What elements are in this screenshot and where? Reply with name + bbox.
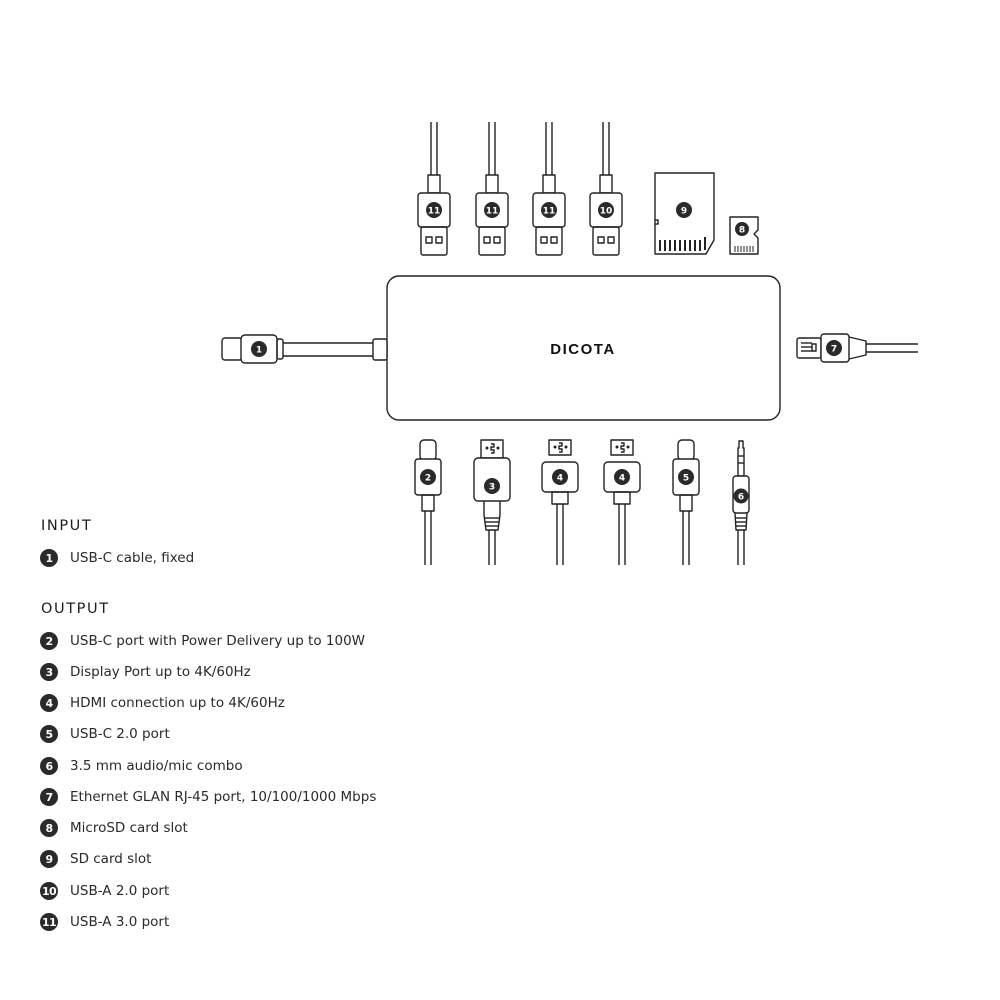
number-badge: 3 (40, 663, 58, 681)
number-badge: 2 (40, 632, 58, 650)
legend-label: USB-C port with Power Delivery up to 100… (70, 633, 366, 649)
number-badge (484, 478, 500, 494)
number-badge (484, 202, 500, 218)
number-badge: 4 (40, 694, 58, 712)
microsd-card: 8 (729, 216, 759, 255)
legend-item: 6 3.5 mm audio/mic combo (40, 756, 243, 776)
legend-item: 5 USB-C 2.0 port (40, 724, 170, 744)
hdmi-connector: 4 (603, 439, 641, 565)
usb-c-cable-input: 1 (221, 334, 388, 364)
number-badge (598, 202, 614, 218)
number-badge: 5 (40, 725, 58, 743)
svg-text:10: 10 (600, 207, 613, 217)
legend-item: 4 HDMI connection up to 4K/60Hz (40, 693, 285, 713)
number-badge: 7 (40, 788, 58, 806)
number-badge: 8 (40, 819, 58, 837)
svg-text:11: 11 (543, 207, 556, 217)
usb-c-connector: 5 (672, 439, 700, 565)
svg-text:11: 11 (486, 207, 499, 217)
usb-a-connector: 11 (417, 122, 451, 256)
legend-label: USB-C 2.0 port (70, 726, 170, 742)
legend-item: 11 USB-A 3.0 port (40, 912, 169, 932)
legend-label: USB-A 3.0 port (70, 914, 170, 930)
rj45-connector: 7 (796, 333, 918, 363)
number-badge (826, 340, 842, 356)
input-section-title: INPUT (41, 518, 93, 534)
svg-text:7: 7 (831, 345, 837, 355)
hub-body: DICOTA (386, 275, 781, 421)
svg-text:9: 9 (681, 207, 687, 217)
brand-logo: DICOTA (550, 341, 615, 358)
audio-jack-connector: 6 (732, 440, 750, 565)
legend-label: Ethernet GLAN RJ-45 port, 10/100/1000 Mb… (70, 789, 377, 805)
legend-label: HDMI connection up to 4K/60Hz (70, 695, 285, 711)
svg-text:6: 6 (738, 493, 744, 503)
usb-a-connector: 10 (589, 122, 623, 256)
legend-label: USB-A 2.0 port (70, 883, 170, 899)
svg-text:4: 4 (619, 474, 625, 484)
legend-label: MicroSD card slot (70, 820, 188, 836)
output-section-title: OUTPUT (41, 601, 110, 617)
number-badge (426, 202, 442, 218)
number-badge (735, 222, 749, 236)
number-badge: 6 (40, 757, 58, 775)
legend-item: 10 USB-A 2.0 port (40, 881, 169, 901)
number-badge (733, 488, 749, 504)
number-badge (251, 341, 267, 357)
usb-c-connector: 2 (414, 439, 442, 565)
svg-text:4: 4 (557, 474, 563, 484)
legend-item: 2 USB-C port with Power Delivery up to 1… (40, 631, 365, 651)
svg-text:1: 1 (256, 346, 262, 356)
number-badge (541, 202, 557, 218)
number-badge: 11 (40, 913, 58, 931)
legend-label: 3.5 mm audio/mic combo (70, 758, 243, 774)
number-badge (552, 469, 568, 485)
svg-text:5: 5 (683, 474, 689, 484)
legend-label: SD card slot (70, 851, 152, 867)
usb-a-connector: 11 (475, 122, 509, 256)
svg-text:11: 11 (428, 207, 441, 217)
svg-text:8: 8 (739, 226, 745, 236)
usb-a-connector: 11 (532, 122, 566, 256)
displayport-connector: 3 (473, 439, 511, 565)
number-badge (676, 202, 692, 218)
legend-item: 1 USB-C cable, fixed (40, 548, 194, 568)
legend-item: 9 SD card slot (40, 849, 151, 869)
svg-text:3: 3 (489, 483, 495, 493)
legend-label: USB-C cable, fixed (70, 550, 195, 566)
number-badge: 1 (40, 549, 58, 567)
number-badge: 9 (40, 850, 58, 868)
sd-card: 9 (654, 172, 715, 255)
legend-label: Display Port up to 4K/60Hz (70, 664, 251, 680)
number-badge (420, 469, 436, 485)
number-badge (614, 469, 630, 485)
legend-item: 7 Ethernet GLAN RJ-45 port, 10/100/1000 … (40, 787, 376, 807)
hdmi-connector: 4 (541, 439, 579, 565)
legend-item: 8 MicroSD card slot (40, 818, 188, 838)
legend-item: 3 Display Port up to 4K/60Hz (40, 662, 251, 682)
number-badge: 10 (40, 882, 58, 900)
number-badge (678, 469, 694, 485)
svg-text:2: 2 (425, 474, 431, 484)
